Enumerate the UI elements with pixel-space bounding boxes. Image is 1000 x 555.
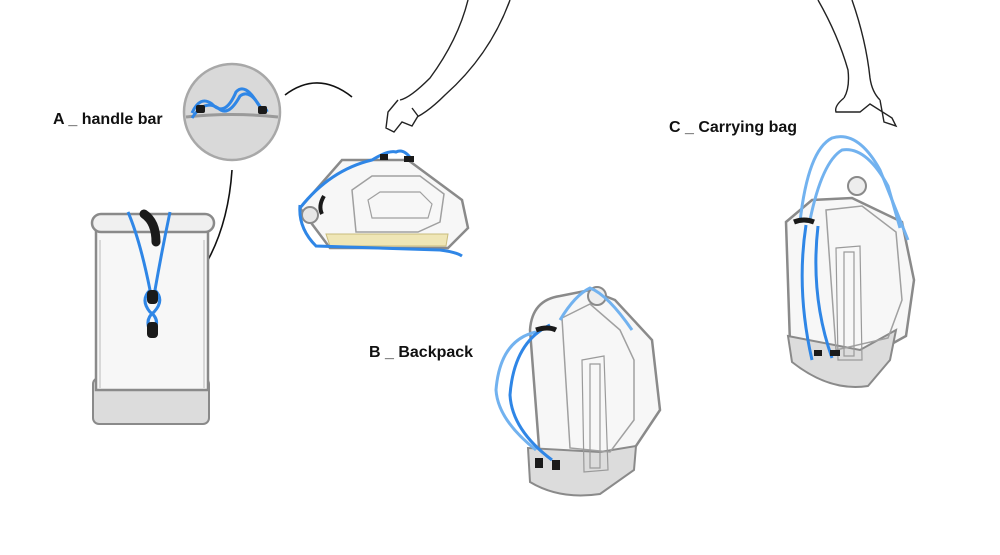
backpack-side-view bbox=[494, 286, 662, 497]
carrying-bag-view bbox=[784, 135, 916, 388]
label-backpack: B _ Backpack bbox=[369, 344, 474, 361]
hand-icon-left bbox=[385, 0, 511, 133]
hand-icon-right bbox=[817, 0, 898, 128]
backpack-front-view bbox=[90, 209, 216, 425]
label-carrying-bag: C _ Carrying bag bbox=[669, 119, 798, 136]
zoom-detail-circle bbox=[182, 62, 282, 162]
connector-arc bbox=[284, 82, 353, 98]
label-handle-bar: A _ handle bar bbox=[53, 111, 163, 128]
carried-bag-side-view bbox=[298, 149, 470, 258]
